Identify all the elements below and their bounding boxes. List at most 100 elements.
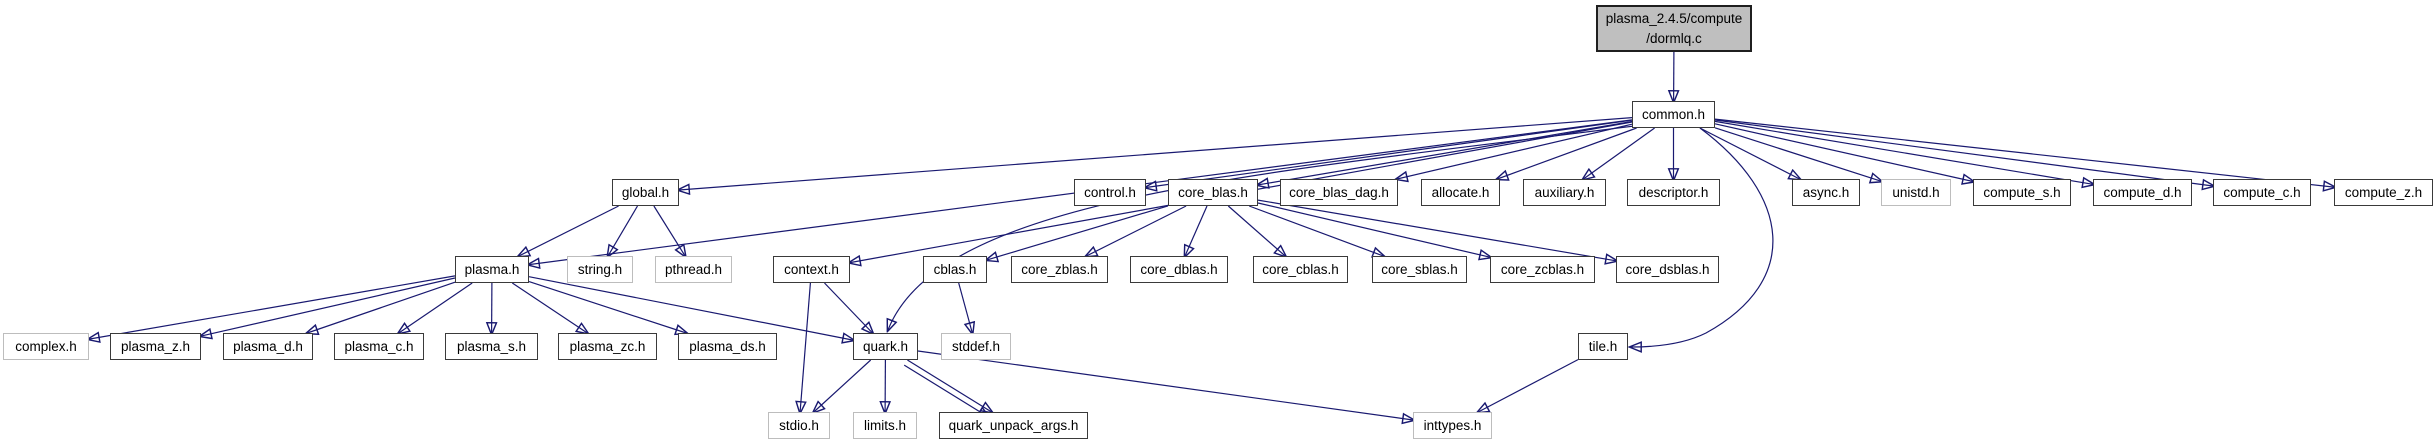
node-label: inttypes.h [1423, 417, 1482, 433]
edge-quark-h-to-inttypes-h [917, 350, 1413, 420]
edge-common-h-to-core-blas-dag-h [1397, 123, 1633, 179]
node-label: compute_s.h [1983, 184, 2061, 200]
node-label: core_blas.h [1178, 184, 1248, 200]
node-compute-d-h[interactable]: compute_d.h [2093, 179, 2192, 206]
node-global-h[interactable]: global.h [612, 179, 679, 206]
node-label: core_dblas.h [1140, 261, 1218, 277]
node-stddef-h: stddef.h [941, 333, 1011, 360]
node-plasma-h[interactable]: plasma.h [455, 256, 529, 283]
node-label: quark_unpack_args.h [948, 417, 1079, 433]
node-quark-unpack-args-h[interactable]: quark_unpack_args.h [939, 412, 1088, 439]
node-label: complex.h [15, 338, 77, 354]
node-string-h: string.h [567, 256, 633, 283]
edge-tile-h-to-inttypes-h [1478, 359, 1579, 412]
node-label: common.h [1641, 106, 1706, 122]
edge-core-blas-h-to-core-zcblas-h [1257, 202, 1490, 257]
node-core-sblas-h[interactable]: core_sblas.h [1372, 256, 1467, 283]
node-label: quark.h [862, 338, 909, 354]
node-tile-h[interactable]: tile.h [1578, 333, 1628, 360]
edge-plasma-h-to-plasma-c-h [399, 282, 473, 333]
node-label: descriptor.h [1638, 184, 1709, 200]
edge-global-h-to-plasma-h [519, 205, 619, 256]
node-core-dsblas-h[interactable]: core_dsblas.h [1616, 256, 1719, 283]
edge-common-h-to-unistd-h [1714, 127, 1881, 181]
node-core-zblas-h[interactable]: core_zblas.h [1011, 256, 1108, 283]
edge-plasma-h-to-plasma-z-h [201, 277, 456, 336]
node-label: stdio.h [779, 417, 819, 433]
node-label: global.h [621, 184, 670, 200]
edge-common-h-to-tile-h [1631, 127, 1774, 347]
node-label: unistd.h [1892, 184, 1940, 200]
edge-common-h-to-control-h [1146, 119, 1633, 187]
node-plasma-ds-h[interactable]: plasma_ds.h [678, 333, 777, 360]
node-label: core_dsblas.h [1625, 261, 1710, 277]
edge-quark-h-to-quark-unpack-args-h-2 [903, 364, 988, 417]
node-label: allocate.h [1431, 184, 1490, 200]
edge-plasma-h-to-complex-h [89, 275, 456, 339]
node-plasma-s-h[interactable]: plasma_s.h [445, 333, 538, 360]
node-core-dblas-h[interactable]: core_dblas.h [1130, 256, 1228, 283]
edge-core-blas-h-to-core-zblas-h [1086, 205, 1187, 256]
node-async-h[interactable]: async.h [1792, 179, 1860, 206]
edge-common-h-to-compute-s-h [1714, 123, 1973, 182]
node-label: tile.h [1588, 338, 1618, 354]
edge-plasma-h-to-quark-h [528, 276, 853, 340]
edge-context-h-to-quark-h [824, 282, 873, 333]
node-label: plasma_z.h [120, 338, 191, 354]
node-compute-z-h[interactable]: compute_z.h [2334, 179, 2433, 206]
node-plasma-c-h[interactable]: plasma_c.h [334, 333, 424, 360]
node-label: compute_c.h [2223, 184, 2301, 200]
node-label: core_zblas.h [1021, 261, 1098, 277]
node-plasma-zc-h[interactable]: plasma_zc.h [558, 333, 657, 360]
edge-common-h-to-allocate-h [1497, 127, 1637, 179]
edge-plasma-h-to-plasma-ds-h [528, 281, 686, 333]
node-quark-h[interactable]: quark.h [853, 333, 918, 360]
node-label: context.h [784, 261, 839, 277]
node-core-blas-h[interactable]: core_blas.h [1168, 179, 1258, 206]
node-plasma-d-h[interactable]: plasma_d.h [223, 333, 313, 360]
edge-core-blas-h-to-core-cblas-h [1227, 205, 1285, 256]
node-descriptor-h[interactable]: descriptor.h [1627, 179, 1720, 206]
node-label: plasma_d.h [233, 338, 303, 354]
node-complex-h: complex.h [3, 333, 89, 360]
node-label: core_sblas.h [1381, 261, 1458, 277]
node-control-h[interactable]: control.h [1074, 179, 1146, 206]
edge-common-h-to-async-h [1699, 127, 1800, 179]
node-allocate-h[interactable]: allocate.h [1421, 179, 1500, 206]
node-context-h[interactable]: context.h [773, 256, 850, 283]
edge-core-blas-h-to-core-dsblas-h [1257, 199, 1616, 261]
node-core-blas-dag-h[interactable]: core_blas_dag.h [1280, 179, 1398, 206]
node-core-cblas-h[interactable]: core_cblas.h [1253, 256, 1348, 283]
node-common-h[interactable]: common.h [1632, 101, 1715, 128]
edge-cblas-h-to-stddef-h [958, 282, 973, 333]
node-label: plasma_s.h [456, 338, 527, 354]
node-label: plasma_2.4.5/compute [1605, 10, 1743, 26]
node-label: stddef.h [951, 338, 1001, 354]
node-compute-s-h[interactable]: compute_s.h [1973, 179, 2071, 206]
node-label: control.h [1084, 184, 1136, 200]
node-label: core_zcblas.h [1500, 261, 1585, 277]
edge-common-h-to-quark-h [888, 124, 1643, 330]
node-pthread-h: pthread.h [655, 256, 732, 283]
node-cblas-h[interactable]: cblas.h [923, 256, 987, 283]
node-auxiliary-h[interactable]: auxiliary.h [1523, 179, 1606, 206]
edge-common-h-to-global-h [679, 117, 1633, 190]
edge-core-blas-h-to-core-sblas-h [1248, 205, 1383, 256]
node-label: plasma.h [464, 261, 520, 277]
node-core-zcblas-h[interactable]: core_zcblas.h [1490, 256, 1595, 283]
edge-core-blas-h-to-cblas-h [987, 205, 1169, 260]
node-unistd-h: unistd.h [1881, 179, 1951, 206]
node-label: /dormlq.c [1646, 30, 1702, 46]
node-label: plasma_zc.h [569, 338, 646, 354]
edge-global-h-to-string-h [608, 205, 639, 256]
node-label: cblas.h [933, 261, 977, 277]
node-label: plasma_ds.h [689, 338, 766, 354]
node-dormlq-c: plasma_2.4.5/compute/dormlq.c [1596, 5, 1752, 52]
node-label: async.h [1802, 184, 1850, 200]
edge-common-h-to-compute-c-h [1714, 119, 2213, 186]
node-compute-c-h[interactable]: compute_c.h [2213, 179, 2311, 206]
node-plasma-z-h[interactable]: plasma_z.h [110, 333, 201, 360]
edge-common-h-to-compute-z-h [1714, 118, 2334, 187]
